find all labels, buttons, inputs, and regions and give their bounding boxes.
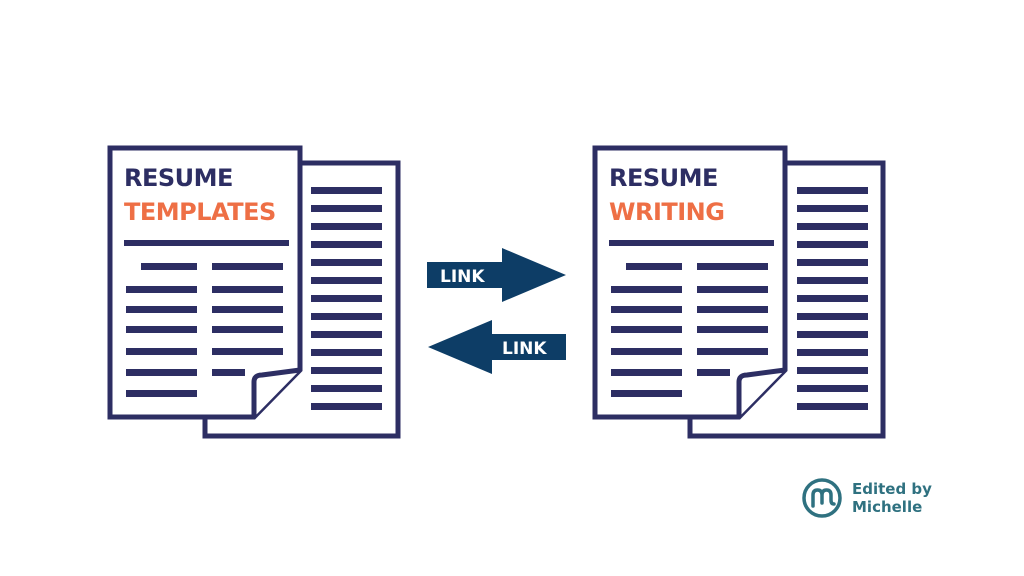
text-line (311, 187, 382, 194)
text-line (311, 349, 382, 356)
brand-line1: Edited by (852, 480, 932, 498)
m-circle-logo-icon (802, 478, 842, 518)
text-line (611, 326, 682, 333)
brand-line2: Michelle (852, 498, 923, 516)
text-line (311, 367, 382, 374)
text-line (797, 187, 868, 194)
text-line (311, 259, 382, 266)
text-line (311, 403, 382, 410)
text-line (697, 306, 768, 313)
text-line (797, 277, 868, 284)
text-line (212, 306, 283, 313)
text-line (311, 385, 382, 392)
text-line (212, 369, 245, 376)
link-arrow-left: LINK (428, 320, 566, 374)
left-document-stack: RESUME TEMPLATES (107, 145, 401, 439)
left-front-page-lines (124, 240, 289, 397)
text-line (311, 205, 382, 212)
text-line (626, 263, 682, 270)
text-line (212, 348, 283, 355)
right-doc-title-line2: WRITING (609, 198, 724, 226)
left-back-page-lines (311, 187, 382, 410)
text-line (797, 259, 868, 266)
text-line (126, 286, 197, 293)
link-arrow-right: LINK (427, 248, 566, 302)
text-line (311, 277, 382, 284)
arrow-right-label: LINK (440, 267, 485, 287)
text-line (212, 286, 283, 293)
text-line (126, 348, 197, 355)
text-line (611, 348, 682, 355)
left-doc-title-line1: RESUME (124, 164, 233, 192)
text-line (611, 369, 682, 376)
arrow-right-shape (427, 248, 566, 302)
right-front-page-lines (609, 240, 774, 397)
text-line (311, 331, 382, 338)
text-line (611, 286, 682, 293)
text-line (797, 367, 868, 374)
title-rule (609, 240, 774, 246)
text-line (697, 326, 768, 333)
text-line (797, 223, 868, 230)
left-page-fold (251, 367, 301, 417)
text-line (797, 385, 868, 392)
left-doc-title-line2: TEMPLATES (124, 198, 276, 226)
text-line (797, 241, 868, 248)
title-rule (124, 240, 289, 246)
text-line (126, 326, 197, 333)
text-line (212, 326, 283, 333)
text-line (141, 263, 197, 270)
right-page-fold (736, 367, 786, 417)
brand-name: Edited by Michelle (852, 480, 932, 516)
text-line (311, 223, 382, 230)
text-line (797, 295, 868, 302)
text-line (697, 369, 730, 376)
arrow-left-shape (428, 320, 566, 374)
right-doc-title-line1: RESUME (609, 164, 718, 192)
text-line (311, 241, 382, 248)
text-line (697, 286, 768, 293)
text-line (311, 313, 382, 320)
text-line (797, 313, 868, 320)
text-line (212, 263, 283, 270)
brand-logo: Edited by Michelle (800, 476, 932, 520)
text-line (126, 306, 197, 313)
text-line (126, 369, 197, 376)
arrow-left-label: LINK (502, 339, 547, 359)
text-line (697, 263, 768, 270)
text-line (797, 403, 868, 410)
text-line (611, 306, 682, 313)
text-line (126, 390, 197, 397)
text-line (311, 295, 382, 302)
text-line (797, 331, 868, 338)
right-back-page-lines (797, 187, 868, 410)
text-line (797, 349, 868, 356)
text-line (797, 205, 868, 212)
right-document-stack: RESUME WRITING (592, 145, 886, 439)
text-line (697, 348, 768, 355)
text-line (611, 390, 682, 397)
